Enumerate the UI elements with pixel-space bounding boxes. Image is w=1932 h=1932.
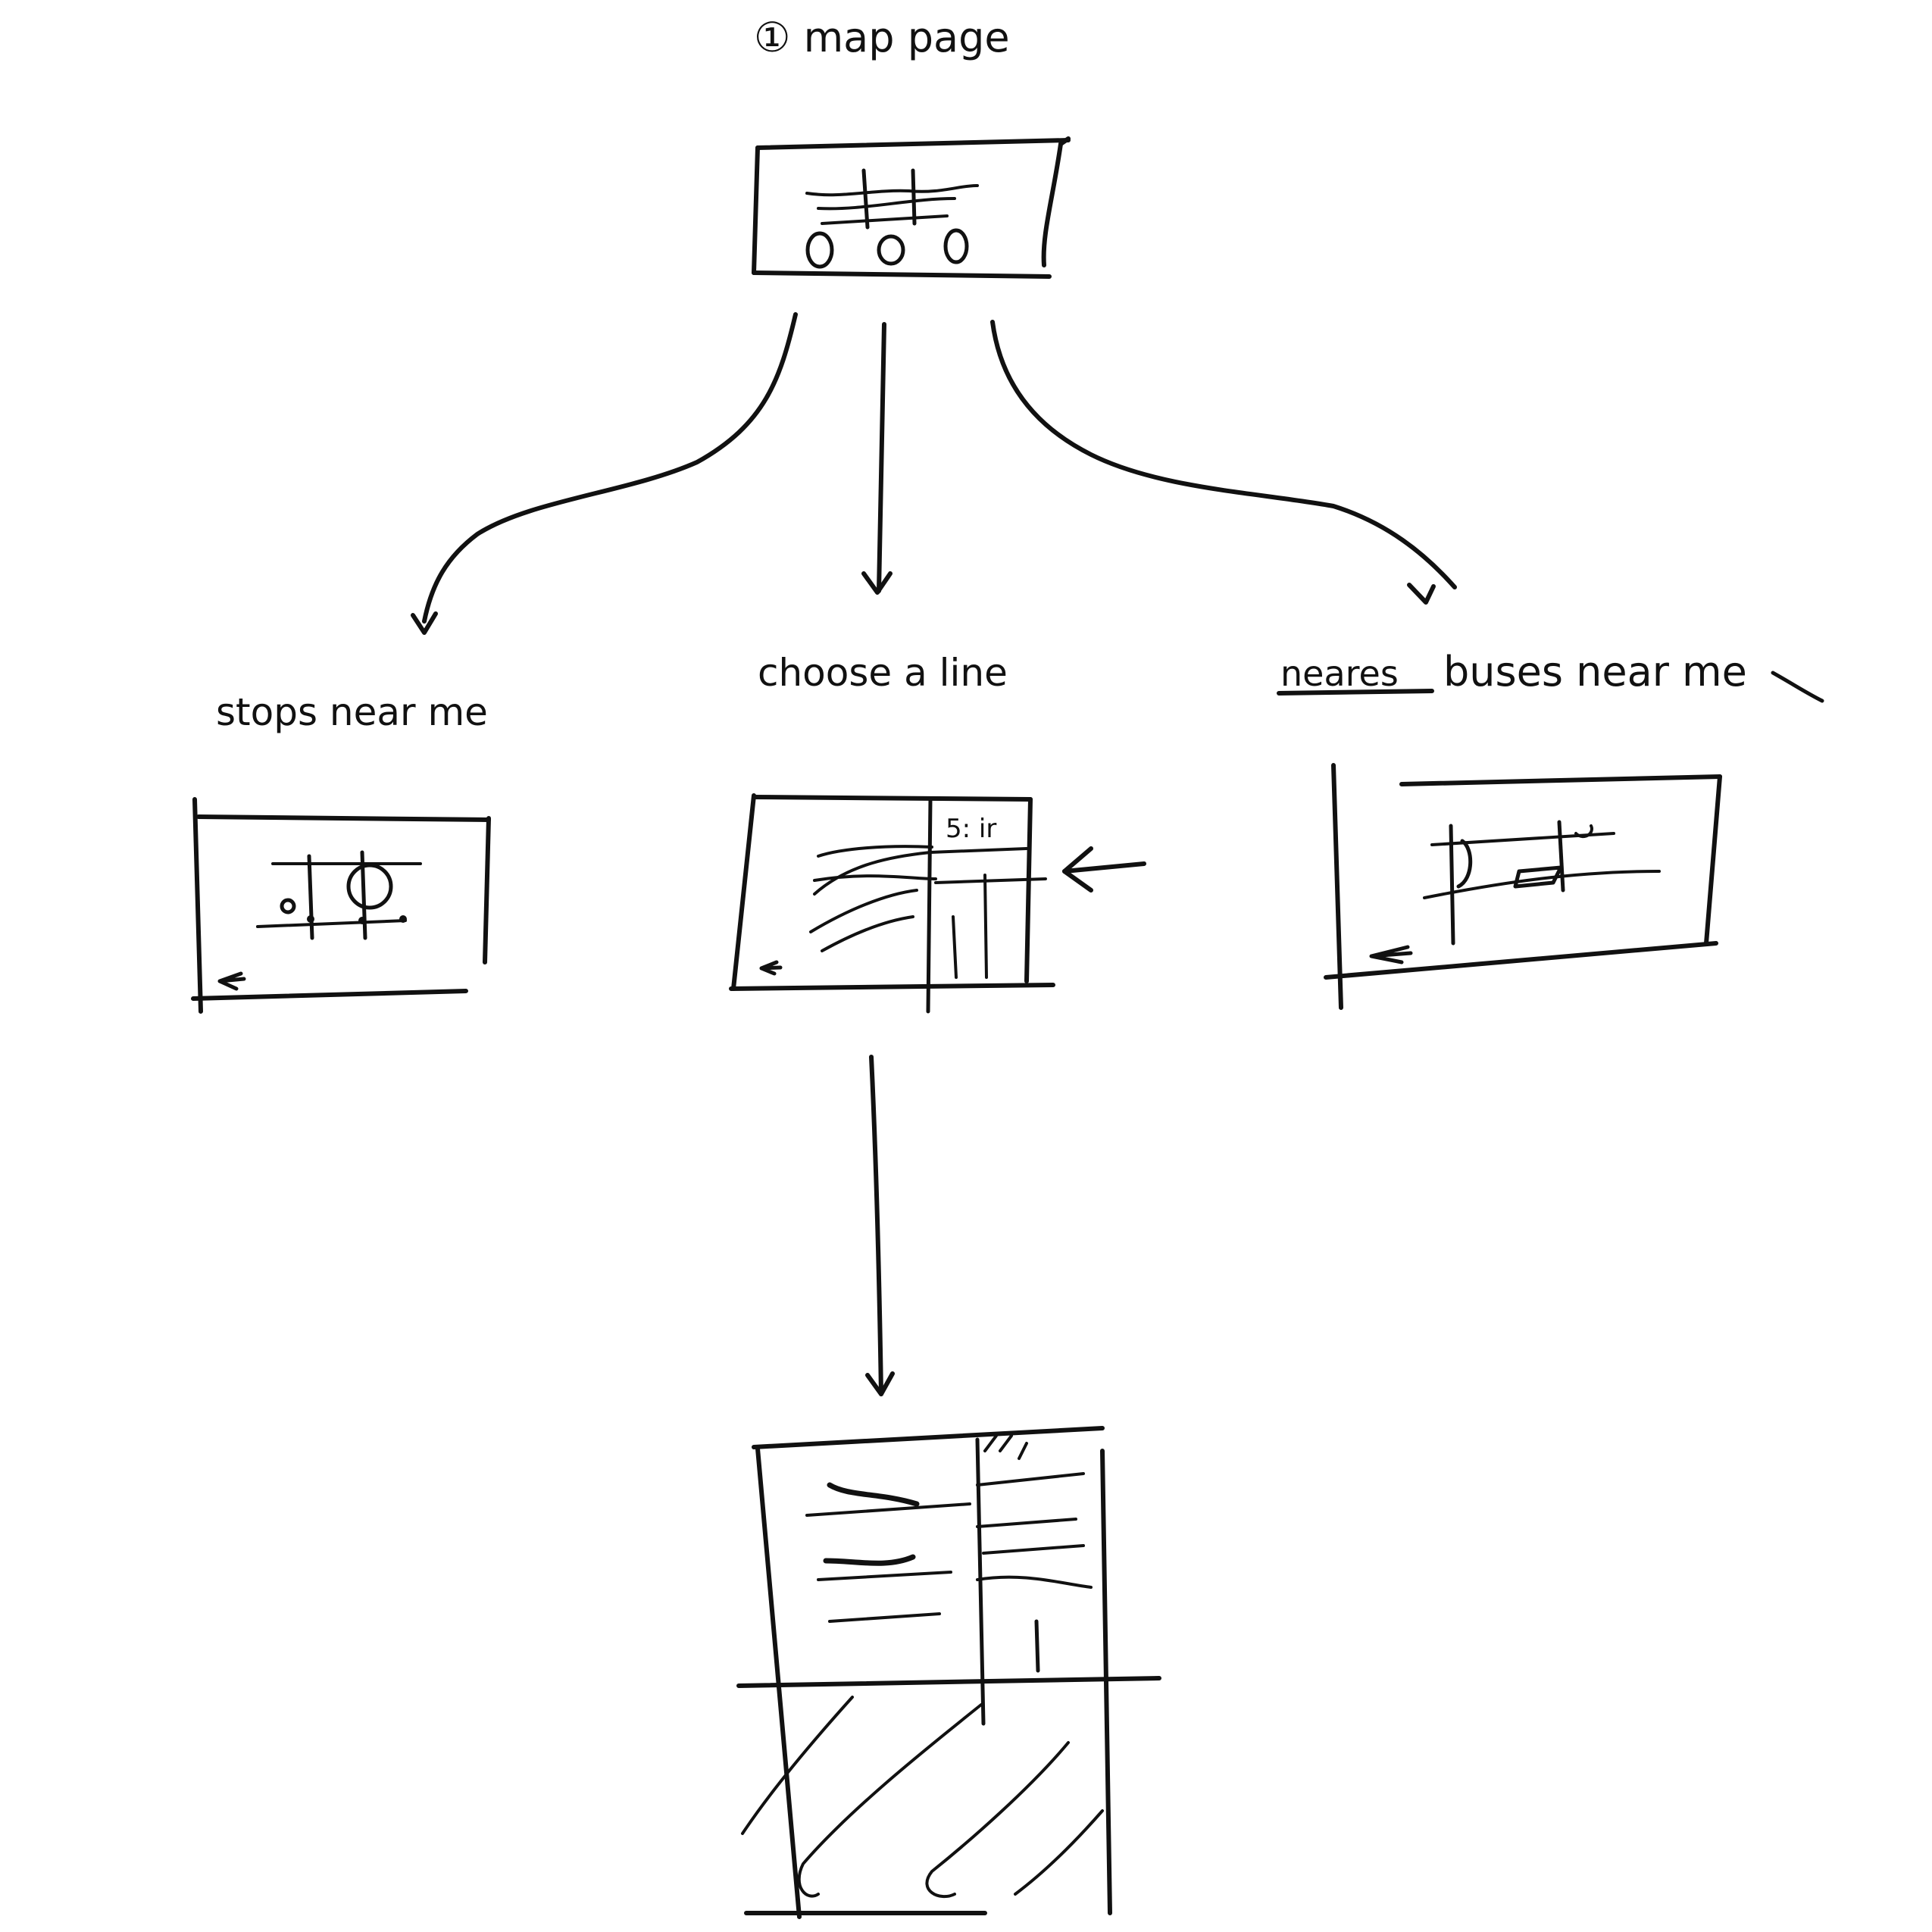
stops-near-me-sketch xyxy=(193,799,489,1011)
screen-label-buses-near-me: neares buses near me xyxy=(1279,648,1822,701)
map-page-sketch xyxy=(754,139,1068,277)
choose-a-line-sketch: 5: ir xyxy=(731,796,1144,1011)
page-title: ① map page xyxy=(754,14,1010,61)
flow-arrow-to-buses xyxy=(993,322,1455,602)
flow-arrow-to-stops xyxy=(413,314,796,633)
flow-arrow-to-choose-line xyxy=(864,324,890,592)
back-arrow-icon[interactable] xyxy=(761,962,780,974)
back-arrow-icon[interactable] xyxy=(220,974,244,989)
struck-label-text: neares xyxy=(1280,653,1399,694)
flow-arrow-to-line-detail xyxy=(868,1057,893,1394)
screen-label-choose-a-line: choose a line xyxy=(758,651,1008,695)
pointer-arrow-icon xyxy=(1064,864,1144,871)
line-detail-sketch xyxy=(739,1428,1159,1917)
screen-label-stops-near-me: stops near me xyxy=(216,690,488,734)
choose-line-panel-text: 5: ir xyxy=(946,814,996,844)
back-arrow-icon[interactable] xyxy=(1371,947,1411,962)
buses-near-me-sketch xyxy=(1326,765,1720,1008)
buses-near-me-text: buses near me xyxy=(1443,648,1747,696)
